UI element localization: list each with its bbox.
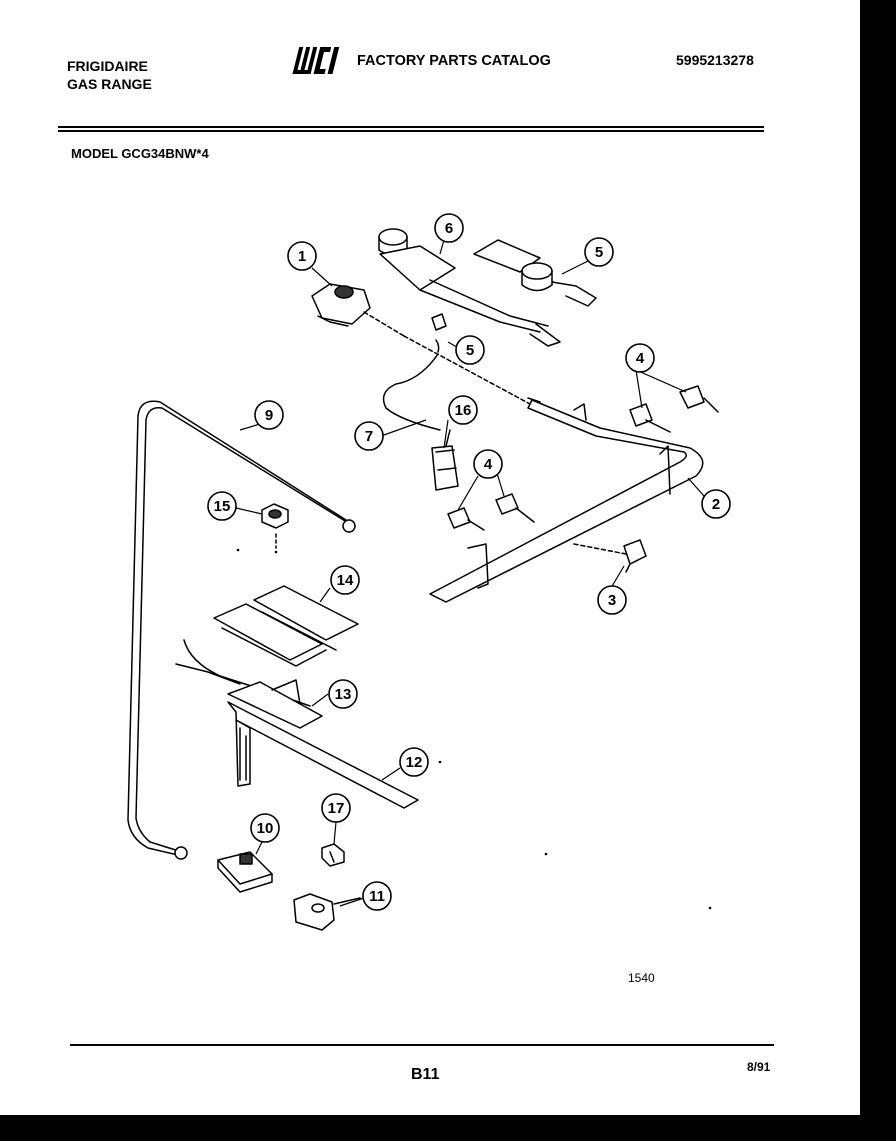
callout-circle [473, 449, 503, 479]
part-manifold [429, 397, 704, 603]
callout-3: 3 [597, 585, 627, 615]
callout-14: 14 [330, 565, 360, 595]
callout-number: 15 [214, 498, 231, 515]
part-baffle [213, 585, 359, 667]
callout-13: 13 [328, 679, 358, 709]
callout-number: 3 [608, 592, 616, 609]
callout-circle [287, 241, 317, 271]
callout-number: 1 [298, 248, 306, 265]
callout-circle [250, 813, 280, 843]
callout-number: 5 [595, 244, 603, 261]
part-mounting-bracket [293, 893, 361, 931]
callout-circle [207, 491, 237, 521]
callout-number: 17 [328, 800, 345, 817]
callout-circle [321, 793, 351, 823]
wci-logo [292, 47, 340, 74]
callout-circle [448, 395, 478, 425]
callout-number: 13 [335, 686, 352, 703]
scan-edge-marks [1, 1040, 13, 1090]
part-oven-thermostat [217, 851, 273, 893]
leader-lines [235, 239, 705, 907]
part-oven-burner [227, 701, 419, 809]
callout-7: 7 [354, 421, 384, 451]
part-valve [311, 283, 405, 337]
part-burner-valves-upper [629, 385, 719, 433]
catalog-sheet [0, 0, 860, 1115]
callout-16: 16 [448, 395, 478, 425]
header-rule [58, 130, 764, 132]
callout-number: 9 [265, 407, 273, 424]
callout-number: 7 [365, 428, 373, 445]
callout-number: 11 [369, 888, 385, 905]
registration-dots [236, 548, 712, 910]
callout-5: 5 [584, 237, 614, 267]
callout-1: 1 [287, 241, 317, 271]
part-gas-tube [127, 400, 356, 860]
callout-circle [434, 213, 464, 243]
callout-17: 17 [321, 793, 351, 823]
callout-number: 6 [445, 220, 453, 237]
part-broil-burner [175, 639, 323, 729]
part-orifice [403, 313, 531, 405]
brand-name: FRIGIDAIRE [67, 58, 148, 74]
callout-circle [254, 400, 284, 430]
callout-circle [328, 679, 358, 709]
callout-number: 12 [406, 754, 423, 771]
part-bracket [573, 539, 647, 573]
callout-6: 6 [434, 213, 464, 243]
part-thermocouple [382, 353, 441, 431]
callout-circle [584, 237, 614, 267]
callout-number: 16 [455, 402, 472, 419]
callout-12: 12 [399, 747, 429, 777]
catalog-number: 5995213278 [676, 52, 754, 68]
page-number: B11 [411, 1066, 440, 1083]
diagram-code: 1540 [628, 971, 655, 985]
part-burner-valves-lower [447, 493, 535, 531]
callout-circle [330, 565, 360, 595]
header-rule [58, 126, 764, 128]
part-burner-right [473, 239, 597, 307]
callout-number: 4 [484, 456, 493, 473]
catalog-title: FACTORY PARTS CATALOG [357, 53, 551, 69]
callout-number: 2 [712, 496, 720, 513]
callout-10: 10 [250, 813, 280, 843]
part-burner-left [378, 228, 561, 347]
model-number: MODEL GCG34BNW*4 [71, 146, 209, 161]
date-code: 8/91 [747, 1060, 771, 1074]
callout-circle [399, 747, 429, 777]
callout-circle [354, 421, 384, 451]
callout-9: 9 [254, 400, 284, 430]
part-clip [321, 843, 345, 867]
callout-circle [455, 335, 485, 365]
callout-15: 15 [207, 491, 237, 521]
callout-number: 5 [466, 342, 474, 359]
callout-circle [701, 489, 731, 519]
callout-circle [597, 585, 627, 615]
callout-circle [625, 343, 655, 373]
brand-block: FRIGIDAIRE GAS RANGE [67, 57, 152, 93]
callout-11: 11 [362, 881, 392, 911]
callout-number: 10 [257, 820, 274, 837]
footer-rule [70, 1044, 774, 1046]
callout-number: 14 [337, 572, 354, 589]
callout-5: 5 [455, 335, 485, 365]
callout-number: 4 [636, 350, 645, 367]
callout-circle [362, 881, 392, 911]
part-spark-module [431, 429, 459, 491]
callout-2: 2 [701, 489, 731, 519]
callout-4: 4 [473, 449, 503, 479]
product-type: GAS RANGE [67, 76, 152, 92]
callout-4: 4 [625, 343, 655, 373]
part-nut [261, 503, 289, 549]
